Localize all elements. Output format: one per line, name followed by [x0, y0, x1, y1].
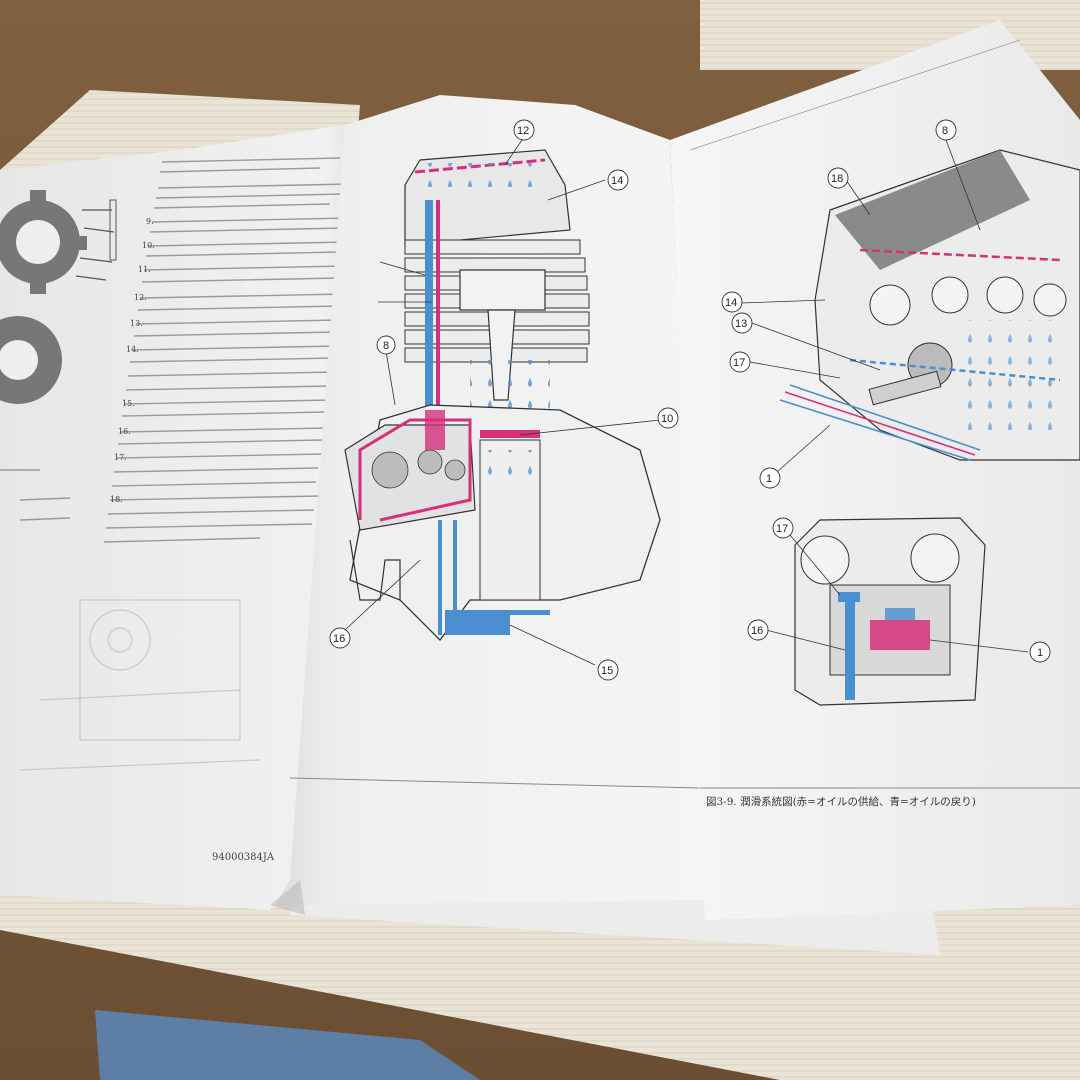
item-number: 9. [146, 217, 154, 226]
pump-callout: 1 [1037, 647, 1043, 659]
engine-callout: 15 [601, 665, 613, 677]
left-page-text [0, 157, 351, 543]
item-number: 18. [110, 495, 123, 504]
engine-callout: 14 [611, 175, 623, 187]
oil-pump-rotor-illustration [0, 190, 117, 404]
gearcase-callout: 18 [831, 173, 843, 185]
page-rule [689, 39, 1021, 151]
item-number: 12. [134, 293, 147, 302]
engine-callout: 12 [517, 125, 529, 137]
left-page-item-numbers: 9. 10. 11. 12. 13. 14. 15. 16. 17. 18. [110, 217, 155, 504]
left-page-faint-diagram [19, 599, 261, 771]
item-number: 13. [130, 319, 143, 328]
item-number: 17. [114, 453, 127, 462]
gutter-shadow [270, 880, 305, 915]
gearcase-callout: 13 [735, 318, 747, 330]
item-number: 15. [122, 399, 135, 408]
engine-callout: 10 [661, 413, 673, 425]
figure-caption: 図3-9. 潤滑系統図(赤=オイルの供給、青=オイルの戻り) [706, 795, 976, 808]
gearcase-callout: 14 [725, 297, 737, 309]
item-number: 10. [142, 241, 155, 250]
gearcase-callout: 17 [733, 357, 745, 369]
engine-callout: 8 [383, 340, 389, 352]
page-rule [289, 777, 701, 789]
pump-callout: 17 [776, 523, 788, 535]
item-number: 16. [118, 427, 131, 436]
engine-callout: 16 [333, 633, 345, 645]
item-number: 14. [126, 345, 139, 354]
gearcase-callout: 8 [942, 125, 948, 137]
engine-cross-section: 12 14 8 10 16 15 [329, 119, 679, 681]
pump-callout: 16 [751, 625, 763, 637]
gearcase-diagram: 8 18 14 13 17 1 [721, 119, 1080, 489]
left-page-footer-code: 94000384JA [212, 852, 275, 863]
oil-pump-diagram: 17 16 1 [747, 517, 1051, 706]
blue-cloth [95, 1010, 480, 1080]
gearcase-callout: 1 [766, 473, 772, 485]
item-number: 11. [138, 265, 151, 274]
